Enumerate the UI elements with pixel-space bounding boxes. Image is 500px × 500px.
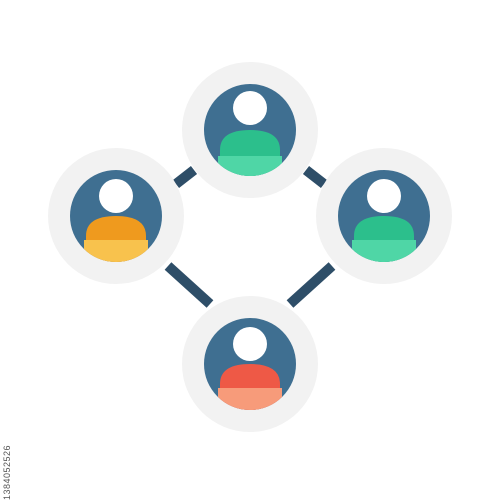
connector-top-left — [172, 166, 198, 188]
person-node-top — [182, 62, 318, 198]
connectors — [164, 166, 336, 308]
head — [367, 179, 401, 213]
head — [99, 179, 133, 213]
body-bottom — [218, 156, 282, 176]
person-node-right — [316, 148, 452, 284]
watermark-id: 1384052526 — [2, 444, 12, 500]
body-bottom — [218, 388, 282, 410]
connector-right-bottom — [286, 262, 336, 308]
body-bottom — [352, 240, 416, 262]
connector-left-bottom — [164, 262, 214, 308]
body-bottom — [84, 240, 148, 262]
user-icon — [352, 179, 416, 262]
user-icon — [84, 179, 148, 262]
head — [233, 91, 267, 125]
connector-top-right — [302, 166, 328, 188]
user-icon — [218, 327, 282, 410]
head — [233, 327, 267, 361]
person-node-bottom — [182, 296, 318, 432]
user-icon — [218, 91, 282, 176]
person-node-left — [48, 148, 184, 284]
